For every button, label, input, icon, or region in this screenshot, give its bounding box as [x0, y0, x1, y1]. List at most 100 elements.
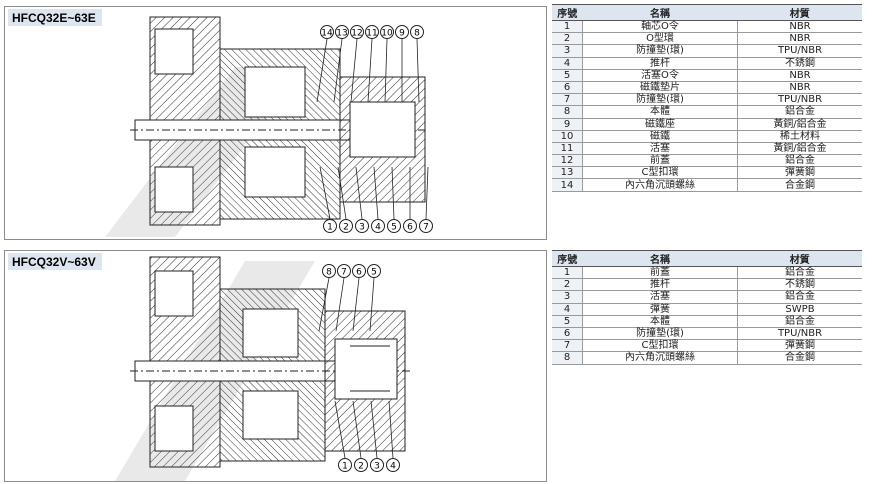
svg-text:1: 1 — [342, 462, 348, 472]
callout-2: 2 — [352, 400, 368, 472]
callout-8: 8 — [318, 264, 336, 332]
svg-text:5: 5 — [371, 268, 377, 278]
header-name: 名稱 — [582, 250, 738, 267]
svg-text:1: 1 — [327, 223, 333, 233]
part-number: 14 — [552, 178, 583, 192]
part-name: 防撞墊(環) — [582, 327, 738, 341]
callout-13: 13 — [333, 25, 349, 103]
part-material: NBR — [737, 20, 862, 34]
part-material: 稀土材料 — [737, 130, 862, 143]
part-material: NBR — [737, 69, 862, 82]
callout-6: 6 — [352, 264, 366, 332]
callout-12: 12 — [350, 25, 364, 103]
part-material: 彈簧鋼 — [737, 339, 862, 353]
header-name: 名稱 — [582, 4, 738, 21]
svg-text:2: 2 — [358, 462, 364, 472]
part-name: C型扣環 — [582, 166, 738, 180]
part-material: 合金鋼 — [737, 351, 862, 365]
svg-text:8: 8 — [414, 29, 420, 39]
callout-6: 6 — [403, 167, 417, 233]
svg-text:13: 13 — [336, 29, 347, 39]
part-number: 13 — [552, 166, 583, 180]
callout-11: 11 — [365, 25, 379, 103]
part-number: 5 — [552, 69, 583, 82]
callout-5: 5 — [387, 166, 401, 233]
part-material: 鋁合金 — [737, 154, 862, 168]
part-name: 內六角沉頭螺絲 — [582, 178, 738, 192]
svg-text:6: 6 — [356, 268, 362, 278]
part-number: 8 — [552, 351, 583, 365]
header-material: 材質 — [737, 250, 862, 267]
callout-1: 1 — [334, 400, 352, 472]
part-name: 本體 — [582, 105, 738, 119]
part-number: 3 — [552, 290, 583, 304]
part-name: 防撞墊(環) — [582, 93, 738, 107]
part-material: TPU/NBR — [737, 327, 862, 341]
part-number: 4 — [552, 303, 583, 316]
callout-10: 10 — [380, 25, 394, 103]
callout-1: 1 — [319, 166, 337, 233]
callout-9: 9 — [395, 25, 409, 102]
model-label: HFCQ32E~63E — [8, 9, 102, 26]
part-name: 本體 — [582, 315, 738, 328]
svg-text:3: 3 — [374, 462, 380, 472]
part-material: 鋁合金 — [737, 315, 862, 328]
part-material: 鋁合金 — [737, 290, 862, 304]
svg-text:7: 7 — [341, 268, 347, 278]
callout-2: 2 — [337, 166, 353, 233]
part-number: 5 — [552, 315, 583, 328]
part-material: 不銹鋼 — [737, 57, 862, 70]
part-number: 1 — [552, 20, 583, 34]
svg-text:7: 7 — [423, 223, 429, 233]
part-material: 黃銅/鋁合金 — [737, 142, 862, 156]
part-number: 6 — [552, 81, 583, 95]
part-number: 8 — [552, 105, 583, 119]
part-name: 磁鐵 — [582, 130, 738, 143]
part-name: 活塞 — [582, 290, 738, 304]
svg-text:8: 8 — [326, 268, 332, 278]
svg-text:6: 6 — [407, 223, 413, 233]
part-name: 磁鐵墊片 — [582, 81, 738, 95]
callout-7: 7 — [419, 166, 433, 233]
callout-3: 3 — [355, 166, 369, 233]
callout-5: 5 — [367, 264, 381, 332]
callout-8: 8 — [410, 25, 424, 103]
part-material: SWPB — [737, 303, 862, 316]
header-material: 材質 — [737, 4, 862, 21]
svg-text:14: 14 — [321, 29, 333, 39]
part-material: TPU/NBR — [737, 44, 862, 58]
svg-text:2: 2 — [343, 223, 349, 233]
svg-text:10: 10 — [381, 29, 393, 39]
part-name: 活塞O令 — [582, 69, 738, 82]
callout-14: 14 — [316, 25, 334, 103]
part-material: 鋁合金 — [737, 266, 862, 280]
svg-text:4: 4 — [390, 462, 396, 472]
part-name: 磁鐵座 — [582, 118, 738, 131]
header-no: 序號 — [552, 4, 583, 21]
part-number: 11 — [552, 142, 583, 156]
part-number: 6 — [552, 327, 583, 341]
